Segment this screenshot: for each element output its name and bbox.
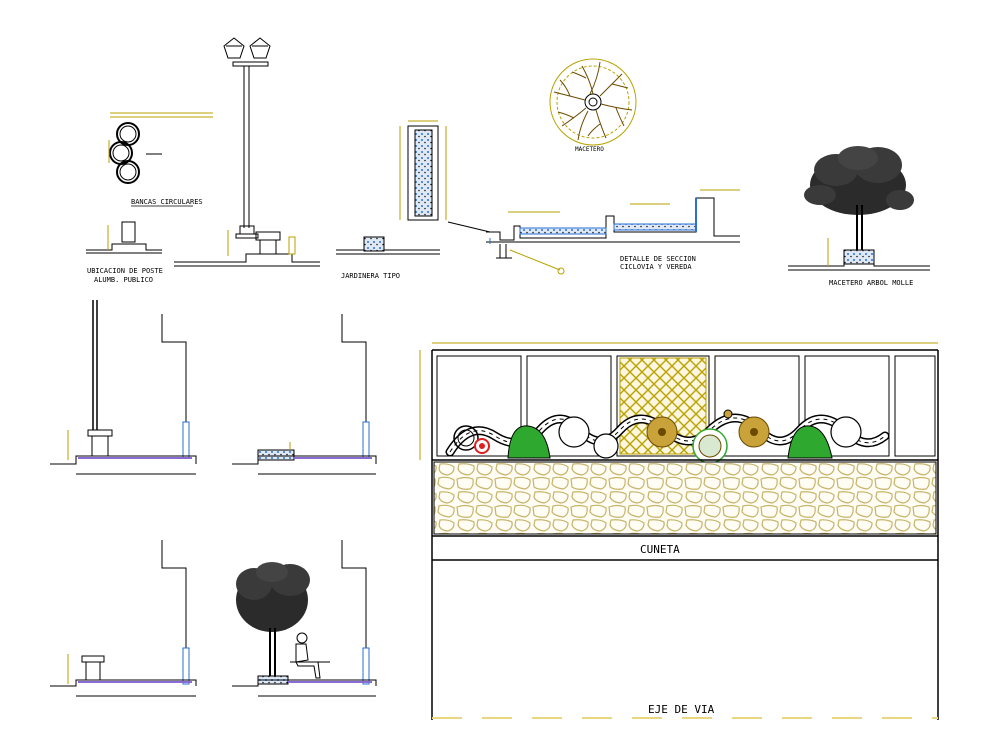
detalle-label-1: DETALLE DE SECCION <box>620 255 696 263</box>
macetero-label: MACETERO <box>575 146 604 153</box>
seated-person-icon <box>290 632 330 679</box>
jardinera-label: JARDINERA TIPO <box>341 272 400 280</box>
detalle-seccion-drawing <box>447 189 740 275</box>
macetero-arbol-label: MACETERO ARBOL MOLLE <box>829 279 913 287</box>
cuneta-label: CUNETA <box>640 543 680 556</box>
arbol-molle-elevation <box>788 146 930 271</box>
eje-via-label: EJE DE VIA <box>648 703 715 716</box>
lamp-post-elevation <box>174 37 320 267</box>
detalle-label-2: CICLOVIA Y VEREDA <box>620 263 692 271</box>
ubicacion-label-2: ALUMB. PUBLICO <box>94 276 153 284</box>
section-lamp <box>50 300 197 475</box>
jardinera-tipo-detail <box>336 120 447 255</box>
ubicacion-label-1: UBICACION DE POSTE <box>87 267 163 275</box>
bancas-label: BANCAS CIRCULARES <box>131 198 203 206</box>
macetero-plan <box>549 58 637 146</box>
bancas-circulares-detail <box>108 112 213 184</box>
section-banca <box>50 540 197 697</box>
green-planter <box>787 425 833 459</box>
ubicacion-poste-detail <box>86 221 162 254</box>
tree-plan-icon <box>646 409 770 464</box>
section-arbol-persona <box>232 540 377 697</box>
section-jardinera <box>232 314 377 475</box>
plan-view <box>419 342 939 720</box>
green-planter <box>507 425 551 459</box>
